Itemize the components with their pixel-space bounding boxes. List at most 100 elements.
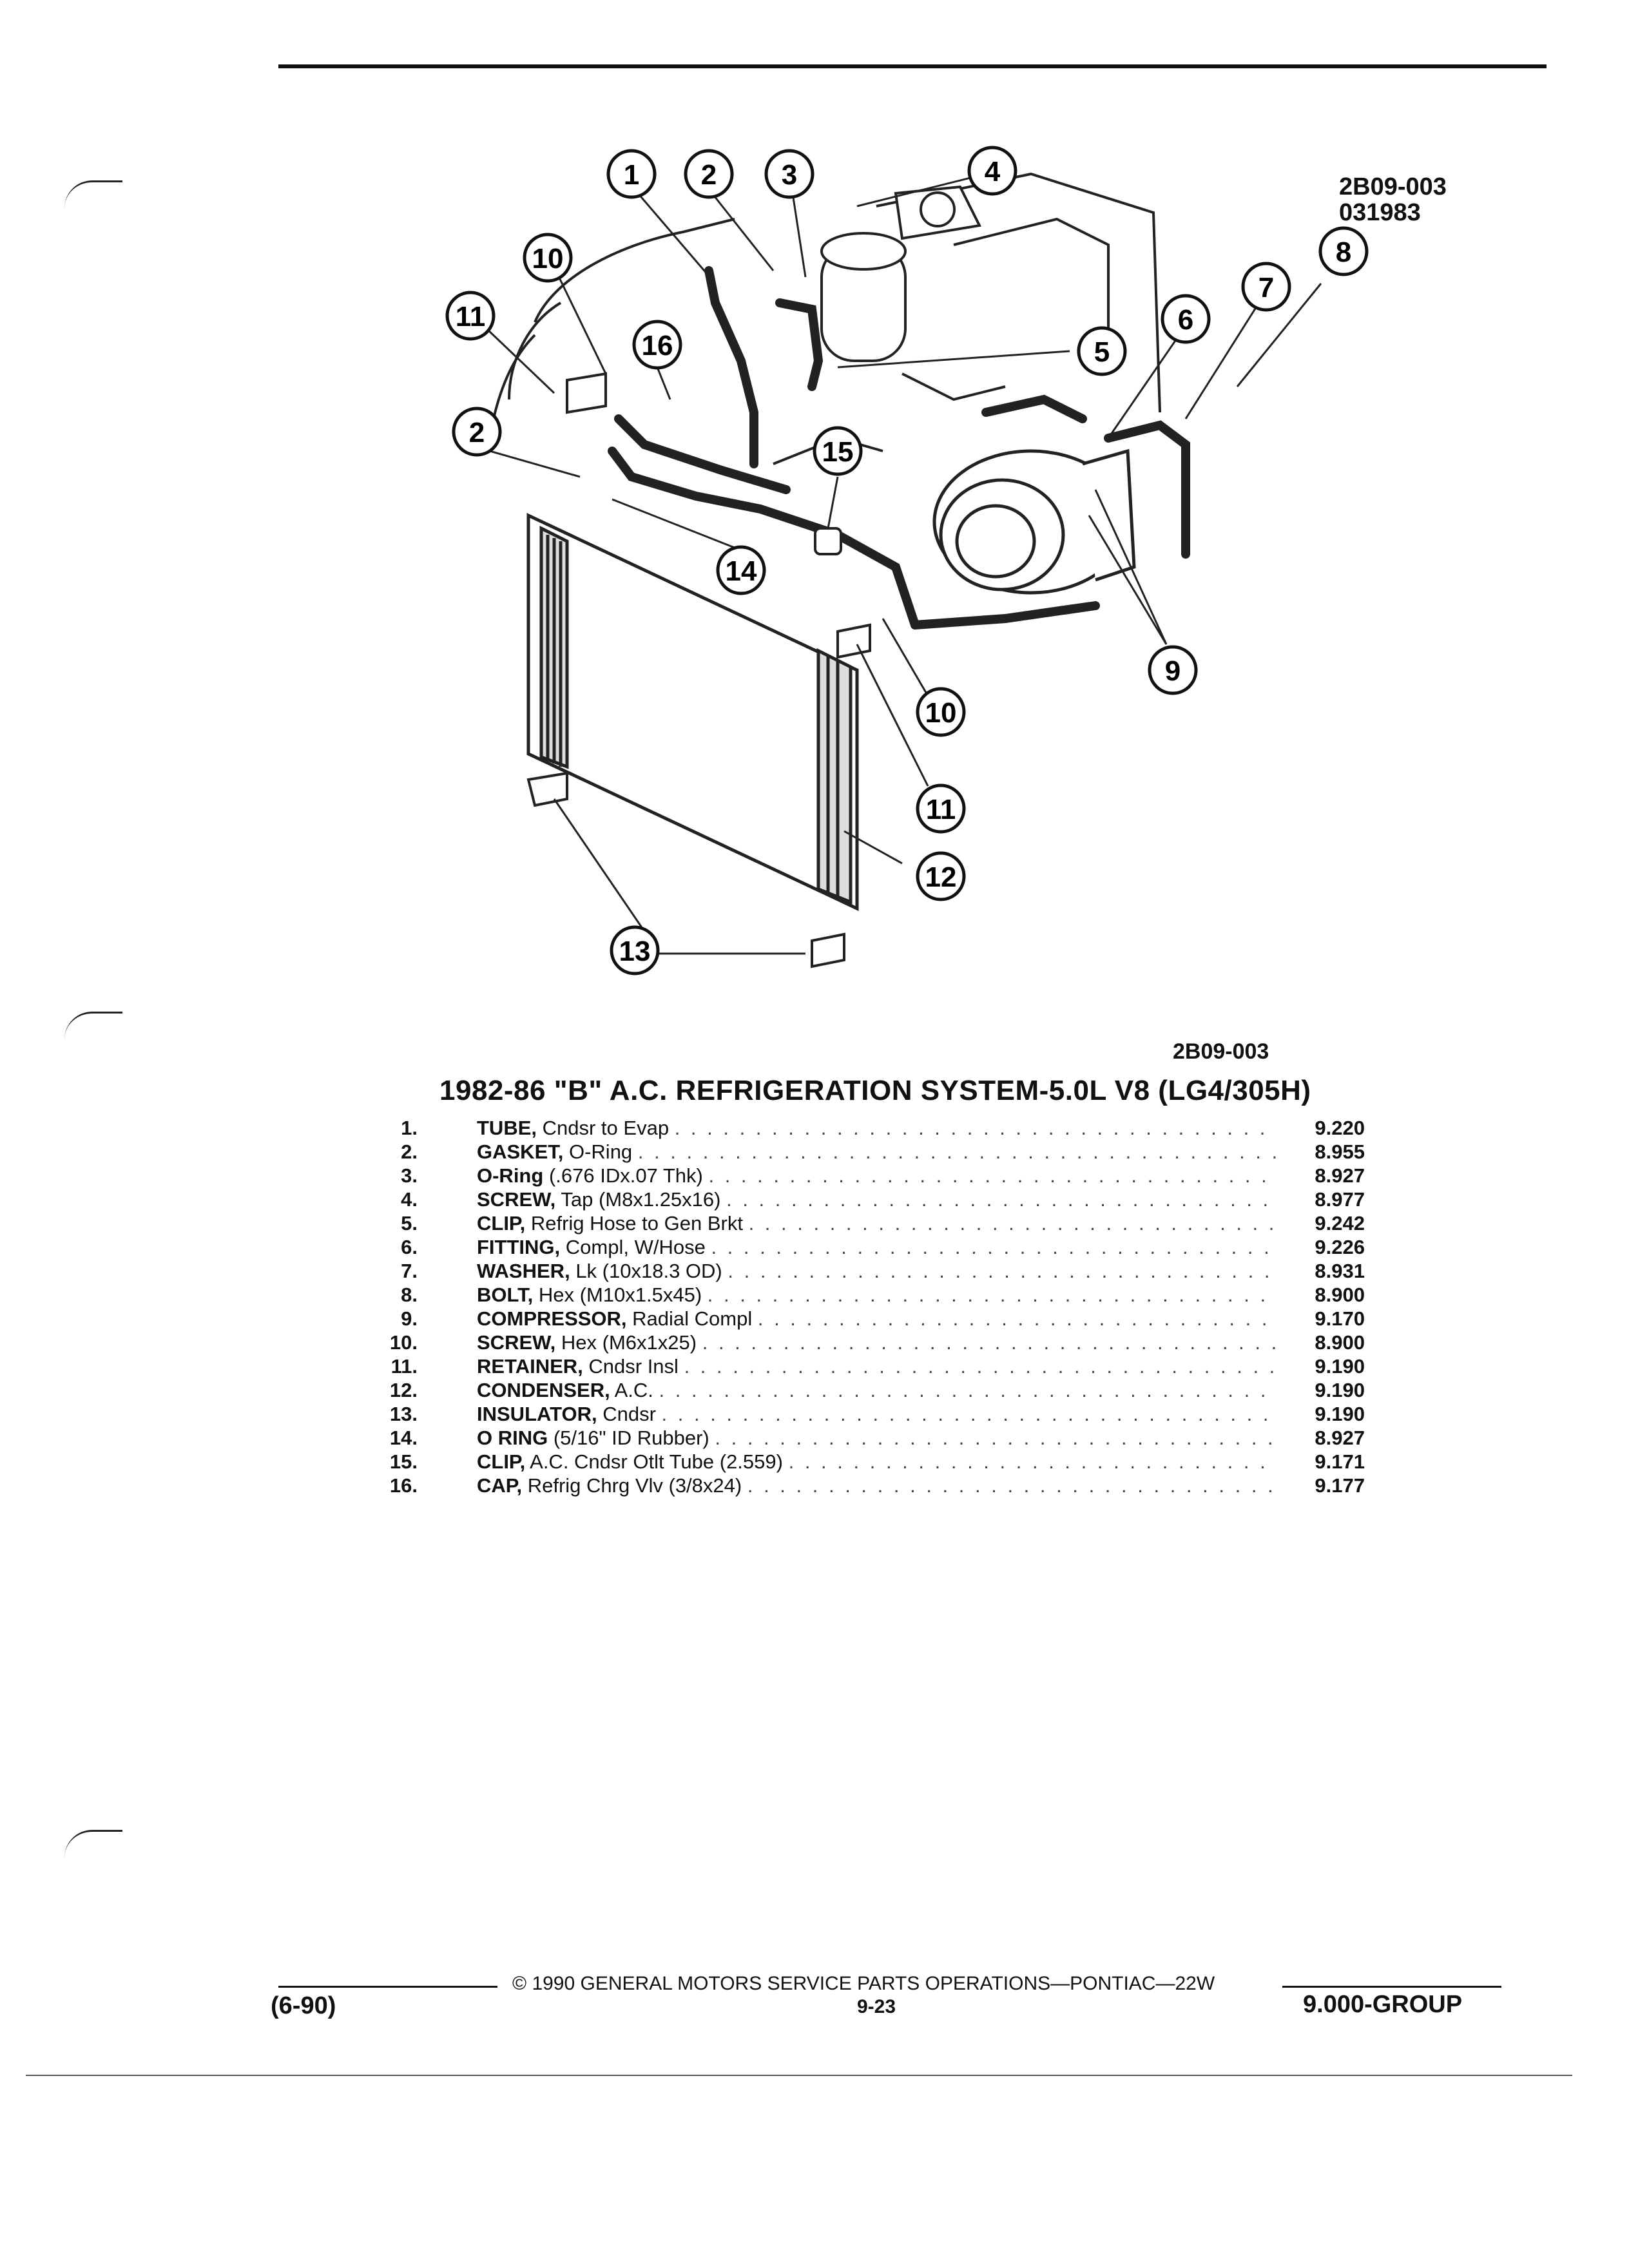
part-description: SCREW, Hex (M6x1x25) . . . . . . . . . .…: [477, 1331, 1276, 1354]
part-row: 16. CAP, Refrig Chrg Vlv (3/8x24) . . . …: [361, 1474, 1392, 1497]
callout-10-bottom: 10: [916, 687, 966, 737]
part-spec: Hex (M10x1.5x45): [538, 1283, 702, 1306]
part-spec: Cndsr Insl: [588, 1355, 679, 1378]
part-description: GASKET, O-Ring . . . . . . . . . . . . .…: [477, 1140, 1276, 1164]
part-spec: (.676 IDx.07 Thk): [548, 1164, 703, 1187]
part-number: 14.: [389, 1427, 418, 1449]
figure-ref-top: 2B09-003: [1339, 173, 1447, 200]
part-name: TUBE,: [477, 1117, 537, 1139]
part-row: 3. O-Ring (.676 IDx.07 Thk) . . . . . . …: [361, 1164, 1392, 1187]
part-number: 13.: [389, 1403, 418, 1425]
part-description: COMPRESSOR, Radial Compl . . . . . . . .…: [477, 1307, 1276, 1331]
callout-label-12: 12: [925, 861, 957, 893]
part-description: CLIP, Refrig Hose to Gen Brkt . . . . . …: [477, 1211, 1276, 1235]
part-description: CLIP, A.C. Cndsr Otlt Tube (2.559) . . .…: [477, 1450, 1276, 1474]
part-name: SCREW,: [477, 1188, 556, 1211]
compressor: [932, 448, 1136, 595]
part-description: BOLT, Hex (M10x1.5x45) . . . . . . . . .…: [477, 1283, 1276, 1307]
callout-13: 13: [610, 925, 660, 975]
part-group-number: 9.242: [1315, 1212, 1365, 1235]
part-group-number: 8.900: [1315, 1331, 1365, 1354]
callout-10-top: 10: [523, 233, 573, 283]
part-spec: Tap (M8x1.25x16): [561, 1188, 721, 1211]
part-group-number: 9.226: [1315, 1236, 1365, 1258]
part-spec: Cndsr to Evap: [542, 1117, 670, 1139]
part-number: 1.: [401, 1117, 418, 1139]
part-number: 2.: [401, 1140, 418, 1163]
part-name: CAP,: [477, 1474, 523, 1497]
part-row: 7. WASHER, Lk (10x18.3 OD) . . . . . . .…: [361, 1259, 1392, 1283]
leader-dots: . . . . . . . . . . . . . . . . . . . . …: [726, 1188, 1276, 1211]
leader-dots: . . . . . . . . . . . . . . . . . . . . …: [684, 1355, 1276, 1378]
callout-6: 6: [1161, 294, 1211, 344]
leader-dots: . . . . . . . . . . . . . . . . . . . . …: [715, 1427, 1276, 1449]
part-name: FITTING,: [477, 1236, 561, 1258]
part-name: WASHER,: [477, 1260, 570, 1282]
part-description: INSULATOR, Cndsr . . . . . . . . . . . .…: [477, 1402, 1276, 1426]
part-spec: Lk (10x18.3 OD): [575, 1260, 722, 1282]
insulators-and-clips: [526, 372, 871, 968]
part-spec: Refrig Chrg Vlv (3/8x24): [527, 1474, 742, 1497]
part-row: 15. CLIP, A.C. Cndsr Otlt Tube (2.559) .…: [361, 1450, 1392, 1474]
leader-dots: . . . . . . . . . . . . . . . . . . . . …: [661, 1403, 1276, 1425]
figure-date-code: 031983: [1339, 199, 1421, 226]
accumulator-drier: [820, 185, 981, 362]
part-description: FITTING, Compl, W/Hose . . . . . . . . .…: [477, 1235, 1276, 1259]
callout-9: 9: [1148, 645, 1198, 695]
callout-12: 12: [916, 851, 966, 901]
margin-mark-bottom: [64, 1830, 122, 1858]
part-number: 15.: [389, 1450, 418, 1473]
leader-dots: . . . . . . . . . . . . . . . . . . . . …: [674, 1117, 1276, 1139]
part-row: 1. TUBE, Cndsr to Evap . . . . . . . . .…: [361, 1116, 1392, 1140]
part-group-number: 8.955: [1315, 1140, 1365, 1163]
part-description: CAP, Refrig Chrg Vlv (3/8x24) . . . . . …: [477, 1474, 1276, 1497]
callout-label-16: 16: [642, 330, 673, 361]
condenser: [526, 513, 859, 911]
part-row: 8. BOLT, Hex (M10x1.5x45) . . . . . . . …: [361, 1283, 1392, 1307]
leader-dots: . . . . . . . . . . . . . . . . . . . . …: [707, 1283, 1276, 1306]
part-number: 4.: [401, 1188, 418, 1211]
leader-dots: . . . . . . . . . . . . . . . . . . . . …: [748, 1212, 1276, 1235]
callout-1: 1: [606, 149, 657, 199]
callout-label-1: 1: [624, 159, 639, 191]
part-number: 12.: [389, 1379, 418, 1401]
leader-dots: . . . . . . . . . . . . . . . . . . . . …: [708, 1164, 1276, 1187]
margin-mark-top: [64, 180, 122, 208]
callout-label-2-left: 2: [469, 417, 485, 448]
callout-label-5: 5: [1094, 336, 1110, 368]
footer-copyright: © 1990 GENERAL MOTORS SERVICE PARTS OPER…: [512, 1973, 1215, 1994]
part-row: 12. CONDENSER, A.C. . . . . . . . . . . …: [361, 1378, 1392, 1402]
header-rule: [278, 64, 1547, 68]
part-spec: Cndsr: [602, 1403, 656, 1425]
callout-label-11-bottom: 11: [926, 794, 956, 825]
part-group-number: 9.190: [1315, 1379, 1365, 1401]
part-number: 11.: [390, 1355, 418, 1378]
callout-5: 5: [1077, 326, 1127, 376]
callout-label-2: 2: [701, 159, 717, 191]
part-name: CONDENSER,: [477, 1379, 610, 1401]
part-row: 14. O RING (5/16" ID Rubber) . . . . . .…: [361, 1426, 1392, 1450]
part-name: BOLT,: [477, 1283, 534, 1306]
margin-mark-middle: [64, 1012, 122, 1039]
part-name: CLIP,: [477, 1450, 526, 1473]
callout-label-13: 13: [619, 936, 651, 967]
footer-date: (6-90): [271, 1992, 336, 2019]
callout-label-6: 6: [1178, 304, 1193, 336]
leader-dots: . . . . . . . . . . . . . . . . . . . . …: [637, 1140, 1276, 1163]
footer-page-number: 9-23: [857, 1996, 896, 2017]
part-description: CONDENSER, A.C. . . . . . . . . . . . . …: [477, 1378, 1276, 1402]
parts-list: 1. TUBE, Cndsr to Evap . . . . . . . . .…: [361, 1116, 1392, 1497]
part-spec: A.C.: [614, 1379, 653, 1401]
part-row: 4. SCREW, Tap (M8x1.25x16) . . . . . . .…: [361, 1187, 1392, 1211]
part-name: O RING: [477, 1427, 548, 1449]
part-name: INSULATOR,: [477, 1403, 597, 1425]
callout-3: 3: [764, 149, 815, 199]
part-number: 9.: [401, 1307, 418, 1330]
footer-group: 9.000-GROUP: [1303, 1991, 1463, 2018]
ac-system-exploded-diagram: 1 2 3 4 5 6 7 8 9 10 11 16 2 15 14 10 11…: [445, 146, 1369, 975]
callout-label-3: 3: [782, 159, 797, 191]
part-name: O-Ring: [477, 1164, 544, 1187]
callout-label-14: 14: [726, 555, 757, 587]
part-group-number: 8.927: [1315, 1164, 1365, 1187]
part-number: 6.: [401, 1236, 418, 1258]
